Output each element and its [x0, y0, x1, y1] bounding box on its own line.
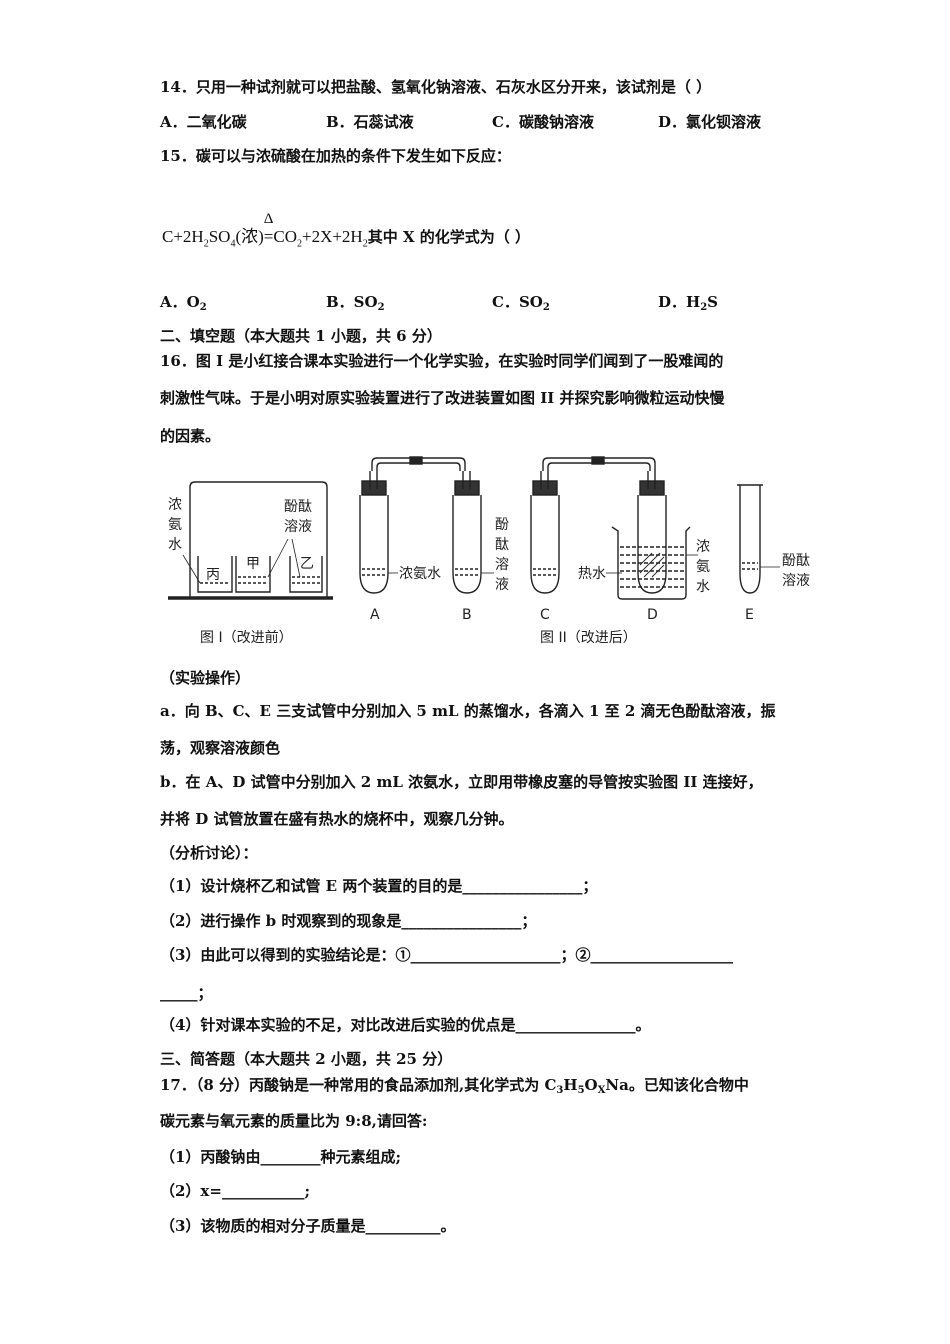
q16-analysis-3-cont: _____； — [160, 984, 213, 1002]
q17-sub-3: （3）该物质的相对分子质量是__________。 — [160, 1217, 456, 1235]
beaker-jia-label: 甲 — [246, 556, 260, 572]
section-3-heading: 三、简答题（本大题共 2 小题，共 25 分） — [160, 1050, 453, 1068]
q15-option-c: C．SO2 — [492, 293, 550, 313]
q16-line-2: 刺激性气味。于是小明对原实验装置进行了改进装置如图 II 并探究影响微粒运动快慢 — [160, 389, 725, 407]
q15-option-b: B．SO2 — [326, 293, 385, 313]
q17-line-1: 17．（8 分）丙酸钠是一种常用的食品添加剂,其化学式为 C3H5OXNa。已知… — [160, 1076, 749, 1096]
q16-analysis-2: （2）进行操作 b 时观察到的现象是________________； — [160, 912, 537, 930]
q14-option-c: C．碳酸钠溶液 — [492, 113, 594, 131]
q15-stem: 15．碳可以与浓硫酸在加热的条件下发生如下反应： — [160, 147, 511, 165]
q14-stem: 14．只用一种试剂就可以把盐酸、氢氧化钠溶液、石灰水区分开来，该试剂是（ ） — [160, 78, 712, 96]
q15-option-a: A．O2 — [160, 293, 207, 313]
label-b-liquid-2: 酞 — [495, 537, 509, 553]
beaker-yi-label: 乙 — [300, 556, 314, 572]
q17-sub-2: （2）x=___________; — [160, 1182, 310, 1200]
experiment-figure: 浓 氨 水 酚酞 溶液 丙 甲 乙 图 I（改进前） 浓氨水 酚 酞 溶 液 热… — [168, 456, 810, 646]
label-d-liquid-2: 氨 — [696, 559, 710, 575]
label-b-liquid-1: 酚 — [495, 517, 509, 533]
label-e-liquid-2: 溶液 — [782, 573, 810, 589]
tube-label-a: A — [370, 607, 380, 623]
q14-option-d: D．氯化钡溶液 — [658, 113, 762, 131]
q16-analysis-1: （1）设计烧杯乙和试管 E 两个装置的目的是________________； — [160, 877, 598, 895]
label-hot-water: 热水 — [578, 566, 606, 582]
q16-analysis-title: （分析讨论）： — [160, 844, 258, 862]
tube-label-d: D — [647, 607, 658, 623]
beaker-bing-label: 丙 — [206, 567, 220, 583]
q16-line-3: 的因素。 — [160, 427, 221, 445]
label-d-liquid-1: 浓 — [696, 539, 710, 555]
label-d-liquid-3: 水 — [696, 579, 710, 595]
section-2-heading: 二、填空题（本大题共 1 小题，共 6 分） — [160, 327, 442, 345]
q16-analysis-3: （3）由此可以得到的实验结论是：①____________________；②_… — [160, 946, 733, 964]
q15-equation: C+2H2SO4(浓)Δ=CO2+2X+2H2其中 X 的化学式为（ ） — [162, 211, 531, 250]
q15-option-d: D．H2S — [658, 293, 718, 313]
q16-line-1: 16．图 I 是小红接合课本实验进行一个化学实验，在实验时同学们闻到了一股难闻的 — [160, 352, 724, 370]
q14-option-a: A．二氧化碳 — [160, 113, 247, 131]
label-b-liquid-3: 溶 — [495, 557, 509, 573]
tube-label-c: C — [540, 607, 550, 623]
fig2-caption: 图 II（改进后） — [540, 630, 637, 646]
q16-op-a-1: a．向 B、C、E 三支试管中分别加入 5 mL 的蒸馏水，各滴入 1 至 2 … — [160, 702, 776, 720]
label-nongan-1: 浓 — [168, 497, 182, 513]
q16-op-a-2: 荡，观察溶液颜色 — [160, 739, 281, 757]
label-nongan-3: 水 — [168, 537, 182, 553]
label-e-liquid-1: 酚酞 — [782, 553, 810, 569]
q16-op-b-1: b．在 A、D 试管中分别加入 2 mL 浓氨水，立即用带橡皮塞的导管按实验图 … — [160, 773, 763, 791]
tube-label-b: B — [462, 607, 472, 623]
label-a-liquid: 浓氨水 — [399, 566, 441, 582]
q14-option-b: B．石蕊试液 — [326, 113, 414, 131]
label-nongan-2: 氨 — [168, 517, 182, 533]
q17-line-2: 碳元素与氧元素的质量比为 9:8,请回答: — [160, 1112, 428, 1130]
label-fentai-2: 溶液 — [284, 519, 312, 535]
q16-op-title: （实验操作） — [160, 669, 251, 687]
q16-analysis-4: （4）针对课本实验的不足，对比改进后实验的优点是________________… — [160, 1016, 651, 1034]
q16-op-b-2: 并将 D 试管放置在盛有热水的烧杯中，观察几分钟。 — [160, 810, 514, 828]
fig1-caption: 图 I（改进前） — [200, 629, 293, 646]
label-b-liquid-4: 液 — [495, 577, 509, 593]
label-fentai-1: 酚酞 — [284, 499, 312, 515]
delta-sign: Δ — [263, 211, 274, 227]
tube-label-e: E — [745, 607, 754, 623]
q15-question: 其中 X 的化学式为（ ） — [367, 228, 531, 246]
q17-sub-1: （1）丙酸钠由________种元素组成; — [160, 1148, 401, 1166]
